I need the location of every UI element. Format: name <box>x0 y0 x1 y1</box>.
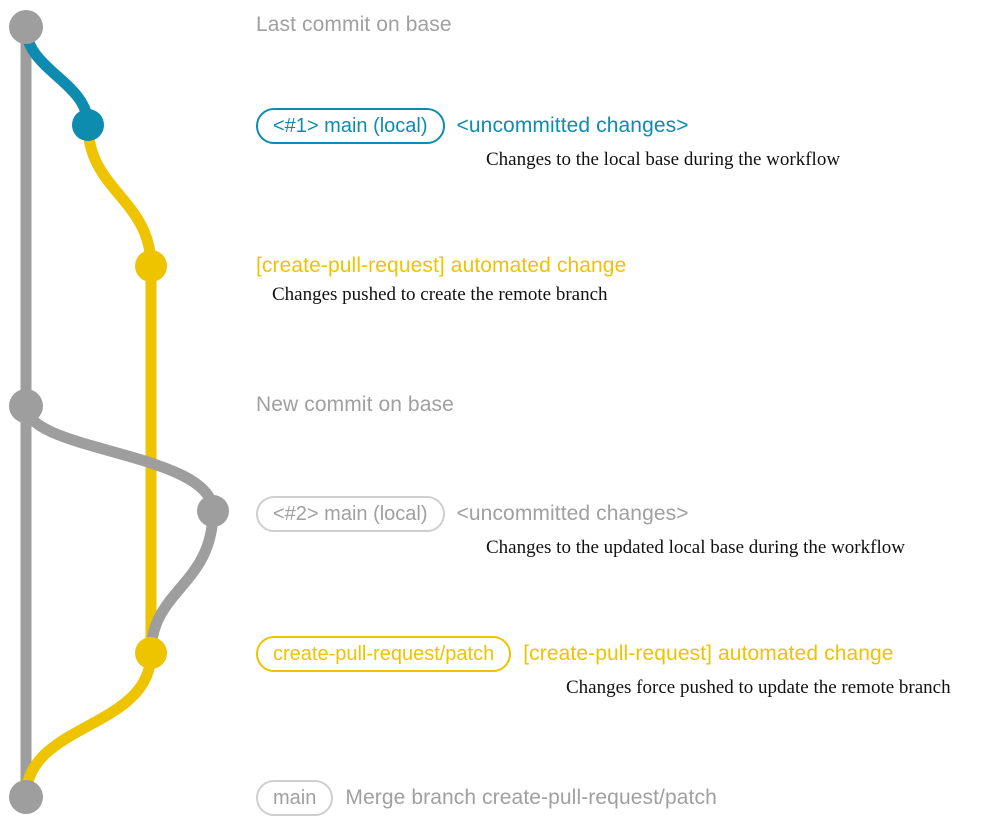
edge-local1-to-patch1 <box>82 119 157 272</box>
commit-title: Last commit on base <box>256 13 452 36</box>
branch-badge-main-local-1[interactable]: <#1> main (local) <box>256 108 445 144</box>
commit-description: Changes force pushed to update the remot… <box>566 677 951 698</box>
commit-headline: Last commit on base <box>256 12 452 38</box>
commit-entry-new-base: New commit on base <box>256 392 454 418</box>
commit-headline: <#2> main (local) <uncommitted changes> <box>256 496 905 532</box>
edge-local2-to-patch2 <box>145 505 219 659</box>
commit-description: Changes to the local base during the wor… <box>486 149 841 170</box>
edge-base-to-local2 <box>20 400 219 517</box>
branch-badge-create-pull-request-patch[interactable]: create-pull-request/patch <box>256 636 512 672</box>
commit-entry-automated-update: create-pull-request/patch [create-pull-r… <box>256 636 951 700</box>
commit-entry-last-base: Last commit on base <box>256 12 452 38</box>
commit-title: [create-pull-request] automated change <box>256 254 627 277</box>
commit-entry-local-2: <#2> main (local) <uncommitted changes> … <box>256 496 905 560</box>
commit-headline: New commit on base <box>256 392 454 418</box>
edge-patch2-to-merge <box>20 647 157 803</box>
commit-entry-local-1: <#1> main (local) <uncommitted changes> … <box>256 108 840 172</box>
commit-headline: [create-pull-request] automated change <box>256 253 626 279</box>
commit-dot-local-1[interactable] <box>72 109 104 141</box>
commit-dot-local-2[interactable] <box>197 495 229 527</box>
commit-headline: main Merge branch create-pull-request/pa… <box>256 780 717 816</box>
commit-headline: create-pull-request/patch [create-pull-r… <box>256 636 951 672</box>
commit-dot-last-base[interactable] <box>9 10 43 44</box>
commit-dot-automated-update[interactable] <box>135 637 167 669</box>
commit-description: Changes to the updated local base during… <box>486 537 905 558</box>
commit-dot-automated-create[interactable] <box>135 250 167 282</box>
commit-dot-new-base[interactable] <box>9 389 43 423</box>
commit-title: [create-pull-request] automated change <box>523 642 894 665</box>
commit-entry-merge: main Merge branch create-pull-request/pa… <box>256 780 717 816</box>
commit-title: Merge branch create-pull-request/patch <box>345 786 717 809</box>
commit-headline: <#1> main (local) <uncommitted changes> <box>256 108 840 144</box>
commit-title: <uncommitted changes> <box>456 114 689 137</box>
branch-badge-main-local-2[interactable]: <#2> main (local) <box>256 496 445 532</box>
commit-description: Changes pushed to create the remote bran… <box>272 284 608 305</box>
commit-entry-automated-create: [create-pull-request] automated change C… <box>256 253 626 307</box>
commit-title: New commit on base <box>256 393 454 416</box>
branch-badge-main[interactable]: main <box>256 780 334 816</box>
commit-dot-merge[interactable] <box>9 780 43 814</box>
commit-title: <uncommitted changes> <box>456 502 689 525</box>
